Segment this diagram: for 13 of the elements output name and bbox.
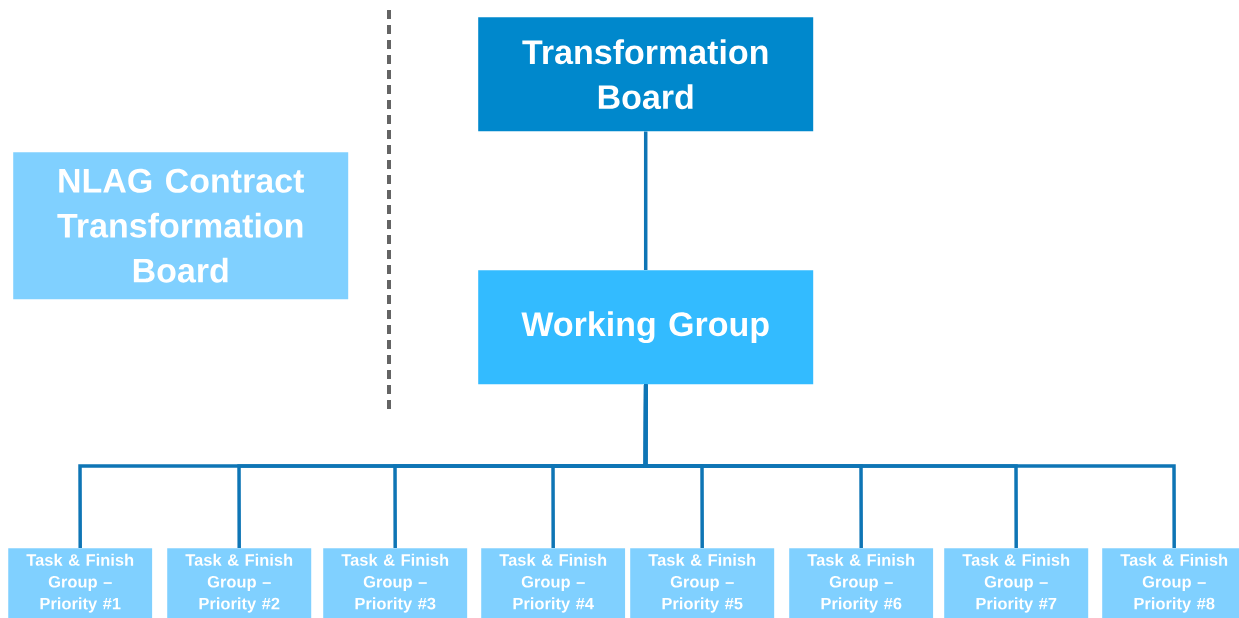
group-box: Working Group	[478, 270, 814, 385]
task-box: Task & Finish Group – Priority #8	[1102, 548, 1239, 618]
task-box: Task & Finish Group – Priority #7	[944, 548, 1089, 618]
task-box: Task & Finish Group – Priority #2	[167, 548, 312, 618]
task-box: Task & Finish Group – Priority #3	[323, 548, 468, 618]
connector-line	[643, 131, 648, 270]
task-box: Task & Finish Group – Priority #1	[8, 548, 153, 618]
task-box: Task & Finish Group – Priority #6	[789, 548, 934, 618]
connector-line	[643, 384, 1176, 548]
task-box: Task & Finish Group – Priority #5	[630, 548, 775, 618]
board-box: NLAG Contract Transformation Board	[13, 152, 349, 300]
task-box: Task & Finish Group – Priority #4	[481, 548, 626, 618]
board-box: Transformation Board	[478, 17, 814, 132]
